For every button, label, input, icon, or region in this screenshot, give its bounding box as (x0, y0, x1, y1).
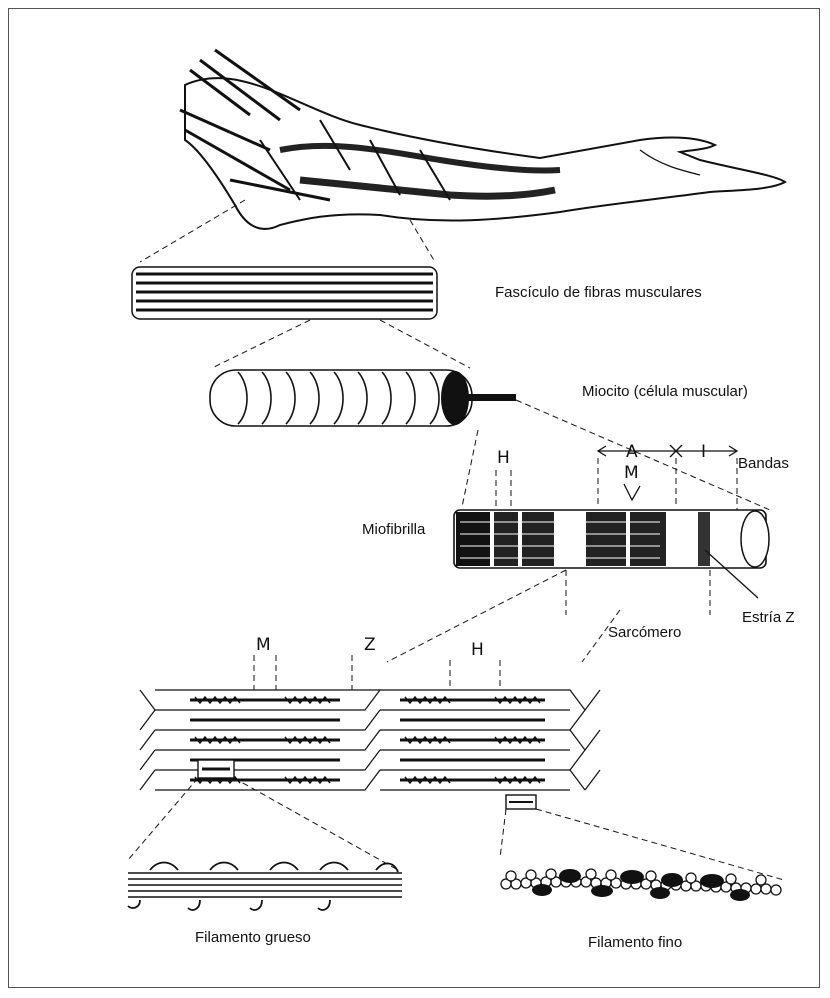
label-h-band-bottom: H (471, 640, 484, 660)
label-fascicle: Fascículo de fibras musculares (495, 284, 702, 301)
label-myocyte: Miocito (célula muscular) (582, 383, 748, 400)
label-myofibril: Miofibrilla (362, 521, 426, 538)
thick-filament (128, 863, 402, 910)
i-band-bracket: I (670, 442, 737, 462)
thin-filament (501, 869, 781, 901)
sarcomere-diagram (140, 690, 600, 809)
label-sarcomere: Sarcómero (608, 624, 681, 641)
label-thin-filament: Filamento fino (588, 934, 682, 951)
label-a-band: A (626, 442, 638, 462)
label-bands: Bandas (738, 455, 789, 472)
label-h-band-top: H (497, 448, 510, 468)
myofibril (454, 510, 769, 568)
fascicle-bundle (132, 267, 437, 319)
arm-illustration (180, 50, 785, 229)
a-band-bracket: A (598, 442, 676, 462)
label-z-bottom: Z (364, 635, 376, 655)
myocyte-cell (210, 370, 516, 426)
label-z-line: Estría Z (742, 609, 795, 626)
label-i-band: I (701, 442, 706, 462)
label-m-line-top: M (624, 463, 639, 483)
label-thick-filament: Filamento grueso (195, 929, 311, 946)
label-m-line-bottom: M (256, 635, 271, 655)
